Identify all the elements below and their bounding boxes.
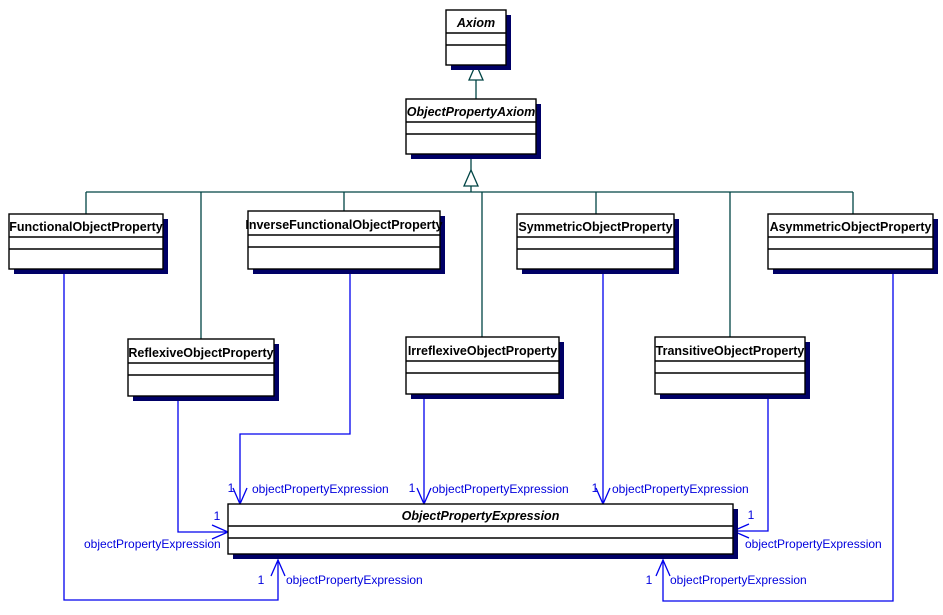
class-name-label: TransitiveObjectProperty [656, 344, 805, 358]
association-line [239, 269, 351, 502]
association-line [63, 269, 279, 601]
association-label-group-assoc-reflexive: 1 objectPropertyExpression [228, 481, 389, 496]
generalization-arrowhead-icon [463, 168, 479, 187]
class-box-body[interactable] [445, 9, 507, 66]
class-name-label: IrreflexiveObjectProperty [408, 344, 557, 358]
association-label-group-assoc-asymmetric: 1 objectPropertyExpression [646, 573, 807, 587]
association-role-label: objectPropertyExpression [745, 537, 882, 551]
generalization-bus-object-property-axiom [85, 154, 854, 339]
association-role-label: objectPropertyExpression [670, 573, 807, 587]
class-box-body[interactable] [516, 213, 675, 270]
class-box-body[interactable] [405, 98, 537, 155]
class-name-label: ObjectPropertyExpression [402, 509, 560, 523]
class-box-body[interactable] [405, 336, 560, 395]
association-multiplicity-label: 1 [258, 573, 265, 587]
association-multiplicity-label: 1 [748, 508, 755, 522]
class-box-inverse-functional-object-property[interactable]: InverseFunctionalObjectProperty [245, 210, 445, 274]
association-arrowhead-icon [655, 558, 671, 577]
class-box-body[interactable] [654, 336, 806, 395]
class-box-asymmetric-object-property[interactable]: AsymmetricObjectProperty [767, 213, 938, 274]
class-box-object-property-expression[interactable]: ObjectPropertyExpression [227, 503, 738, 559]
class-box-body[interactable] [227, 503, 734, 555]
association-reflexive-object-property [177, 396, 230, 540]
class-name-label: SymmetricObjectProperty [518, 220, 672, 234]
association-line [177, 396, 226, 533]
association-asymmetric-object-property [655, 269, 894, 602]
association-multiplicity-label: 1 [646, 573, 653, 587]
class-box-axiom[interactable]: Axiom [445, 9, 511, 70]
class-name-label: ReflexiveObjectProperty [128, 346, 273, 360]
association-label-group-assoc-symmetric: 1 objectPropertyExpression [745, 508, 882, 551]
generalization-object-property-axiom-to-axiom [468, 62, 484, 99]
association-role-label: objectPropertyExpression [286, 573, 423, 587]
association-label-group-assoc-functional: 1 objectPropertyExpression [258, 573, 423, 587]
association-role-label: objectPropertyExpression [612, 482, 749, 496]
association-symmetric-object-property [595, 269, 611, 506]
association-role-label: objectPropertyExpression [252, 482, 389, 496]
class-box-body[interactable] [767, 213, 934, 270]
association-multiplicity-label: 1 [228, 481, 235, 495]
association-multiplicity-label: 1 [592, 481, 599, 495]
class-box-symmetric-object-property[interactable]: SymmetricObjectProperty [516, 213, 679, 274]
class-name-label: FunctionalObjectProperty [9, 220, 163, 234]
association-label-group-assoc-transitive: 1 objectPropertyExpression [84, 509, 221, 551]
class-name-label: ObjectPropertyAxiom [407, 105, 536, 119]
class-name-label: Axiom [456, 16, 495, 30]
association-label-group-assoc-irreflexive: 1 objectPropertyExpression [592, 481, 749, 496]
class-box-body[interactable] [8, 213, 164, 270]
class-box-body[interactable] [127, 338, 275, 397]
generalization-arrowhead-icon [468, 62, 484, 81]
association-functional-object-property [63, 269, 286, 601]
class-box-functional-object-property[interactable]: FunctionalObjectProperty [8, 213, 168, 274]
class-box-reflexive-object-property[interactable]: ReflexiveObjectProperty [127, 338, 279, 401]
class-name-label: AsymmetricObjectProperty [770, 220, 932, 234]
class-name-label: InverseFunctionalObjectProperty [245, 218, 442, 232]
class-box-irreflexive-object-property[interactable]: IrreflexiveObjectProperty [405, 336, 564, 399]
association-line [735, 396, 769, 532]
class-box-object-property-axiom[interactable]: ObjectPropertyAxiom [405, 98, 541, 159]
association-irreflexive-object-property [416, 394, 432, 506]
class-box-body[interactable] [247, 210, 441, 270]
class-box-transitive-object-property[interactable]: TransitiveObjectProperty [654, 336, 810, 399]
association-multiplicity-label: 1 [214, 509, 221, 523]
association-multiplicity-label: 1 [409, 481, 416, 495]
association-role-label: objectPropertyExpression [84, 537, 221, 551]
association-label-group-assoc-inverse-functional: 1 objectPropertyExpression [409, 481, 569, 496]
association-role-label: objectPropertyExpression [432, 482, 569, 496]
association-labels: 1 objectPropertyExpression 1 objectProperty… [84, 481, 882, 587]
association-line [662, 269, 894, 602]
association-arrowhead-icon [270, 558, 286, 577]
class-boxes: AxiomObjectPropertyAxiomFunctionalObject… [8, 9, 938, 559]
